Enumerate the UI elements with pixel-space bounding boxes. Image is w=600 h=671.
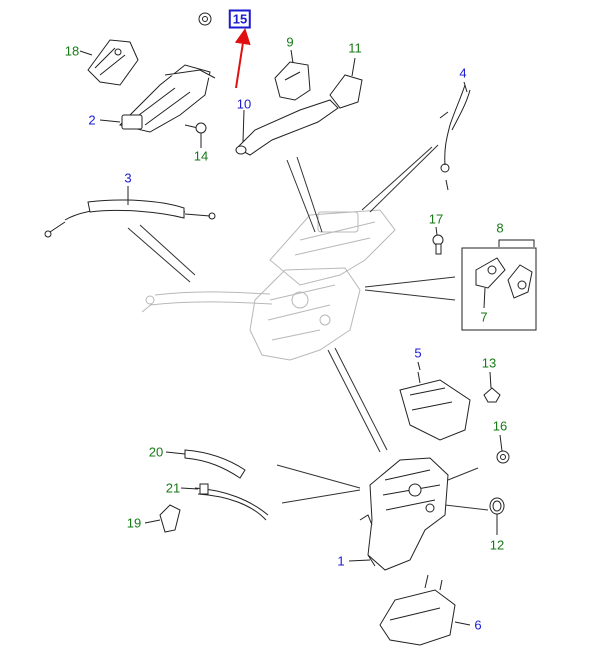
callout-21[interactable]: 21 (165, 480, 181, 496)
part-10-outer-handle (235, 99, 339, 156)
callout-6[interactable]: 6 (474, 617, 482, 633)
callout-10[interactable]: 10 (236, 96, 252, 112)
callout-20[interactable]: 20 (148, 444, 164, 460)
callout-1[interactable]: 1 (337, 553, 345, 569)
part-2-handle-carrier (119, 64, 216, 133)
part-21-rod (194, 483, 269, 521)
part-9-bezel (274, 61, 311, 101)
part-18-bracket (87, 39, 139, 86)
part-13-cap (483, 387, 501, 403)
callout-12[interactable]: 12 (489, 537, 505, 553)
part-15-nut (198, 12, 212, 26)
ghost-door-assembly (141, 209, 396, 361)
part-17-bolt (432, 234, 444, 255)
callout-3[interactable]: 3 (124, 170, 132, 186)
part-3-cable (44, 199, 216, 238)
label-leaders (79, 49, 503, 626)
part-12-ring (489, 497, 505, 515)
callout-8[interactable]: 8 (496, 220, 504, 236)
callout-13[interactable]: 13 (481, 355, 497, 371)
callout-18[interactable]: 18 (64, 43, 80, 59)
callout-4[interactable]: 4 (459, 65, 467, 81)
highlight-arrow (234, 28, 251, 89)
leader-lines (127, 144, 489, 511)
part-6-latch-cover (379, 574, 456, 646)
callout-15[interactable]: 15 (228, 9, 252, 29)
callout-7[interactable]: 7 (480, 309, 488, 325)
callout-14[interactable]: 14 (193, 148, 209, 164)
callout-17[interactable]: 17 (428, 211, 444, 227)
part-4-cable (439, 84, 471, 191)
callout-5[interactable]: 5 (414, 345, 422, 361)
part-14-bolt (184, 122, 207, 134)
part-8-striker-box (461, 239, 537, 331)
part-20-sleeve (184, 449, 246, 479)
part-1-door-latch (359, 457, 449, 571)
callout-11[interactable]: 11 (348, 40, 362, 56)
callout-16[interactable]: 16 (492, 418, 508, 434)
part-11-cap (329, 74, 363, 109)
callout-19[interactable]: 19 (126, 515, 142, 531)
callout-9[interactable]: 9 (286, 34, 294, 50)
callout-2[interactable]: 2 (88, 112, 96, 128)
part-16-grommet (496, 450, 510, 464)
part-5-cover (399, 371, 471, 441)
part-19-clip (159, 504, 181, 533)
